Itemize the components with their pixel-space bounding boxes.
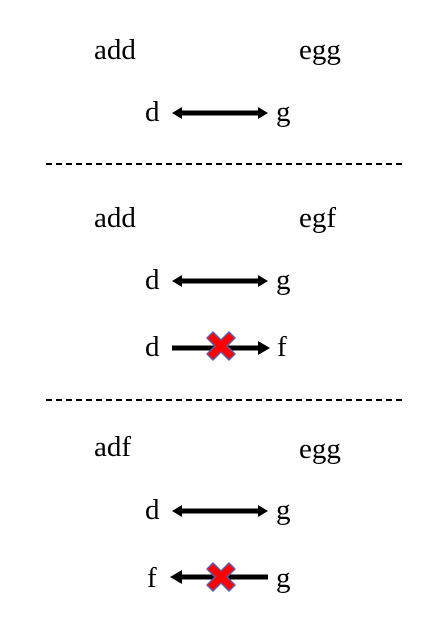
section-3-right-word: egg [299,433,341,465]
section-1-right-word: egg [299,34,341,66]
mapping-1-1-from: d [145,96,160,128]
section-2-right-word: egf [299,202,337,234]
section-divider-2 [46,399,402,401]
double-arrow-icon [172,505,268,517]
double-arrow-icon [172,107,268,119]
mapping-2-2-to: f [277,331,287,363]
red-x-cross-icon [206,331,236,361]
mapping-2-1-to: g [276,264,291,296]
mapping-2-1-from: d [145,264,160,296]
section-3-left-word: adf [94,431,132,463]
section-2-left-word: add [94,202,136,234]
mapping-1-1-to: g [276,96,291,128]
mapping-3-1-to: g [276,494,291,526]
double-arrow-icon [172,275,268,287]
mapping-3-2-to: g [276,562,291,594]
section-1-left-word: add [94,34,136,66]
section-divider-1 [46,163,402,165]
mapping-3-2-from: f [147,562,157,594]
red-x-cross-icon [206,562,236,592]
mapping-2-2-from: d [145,331,160,363]
mapping-3-1-from: d [145,494,160,526]
